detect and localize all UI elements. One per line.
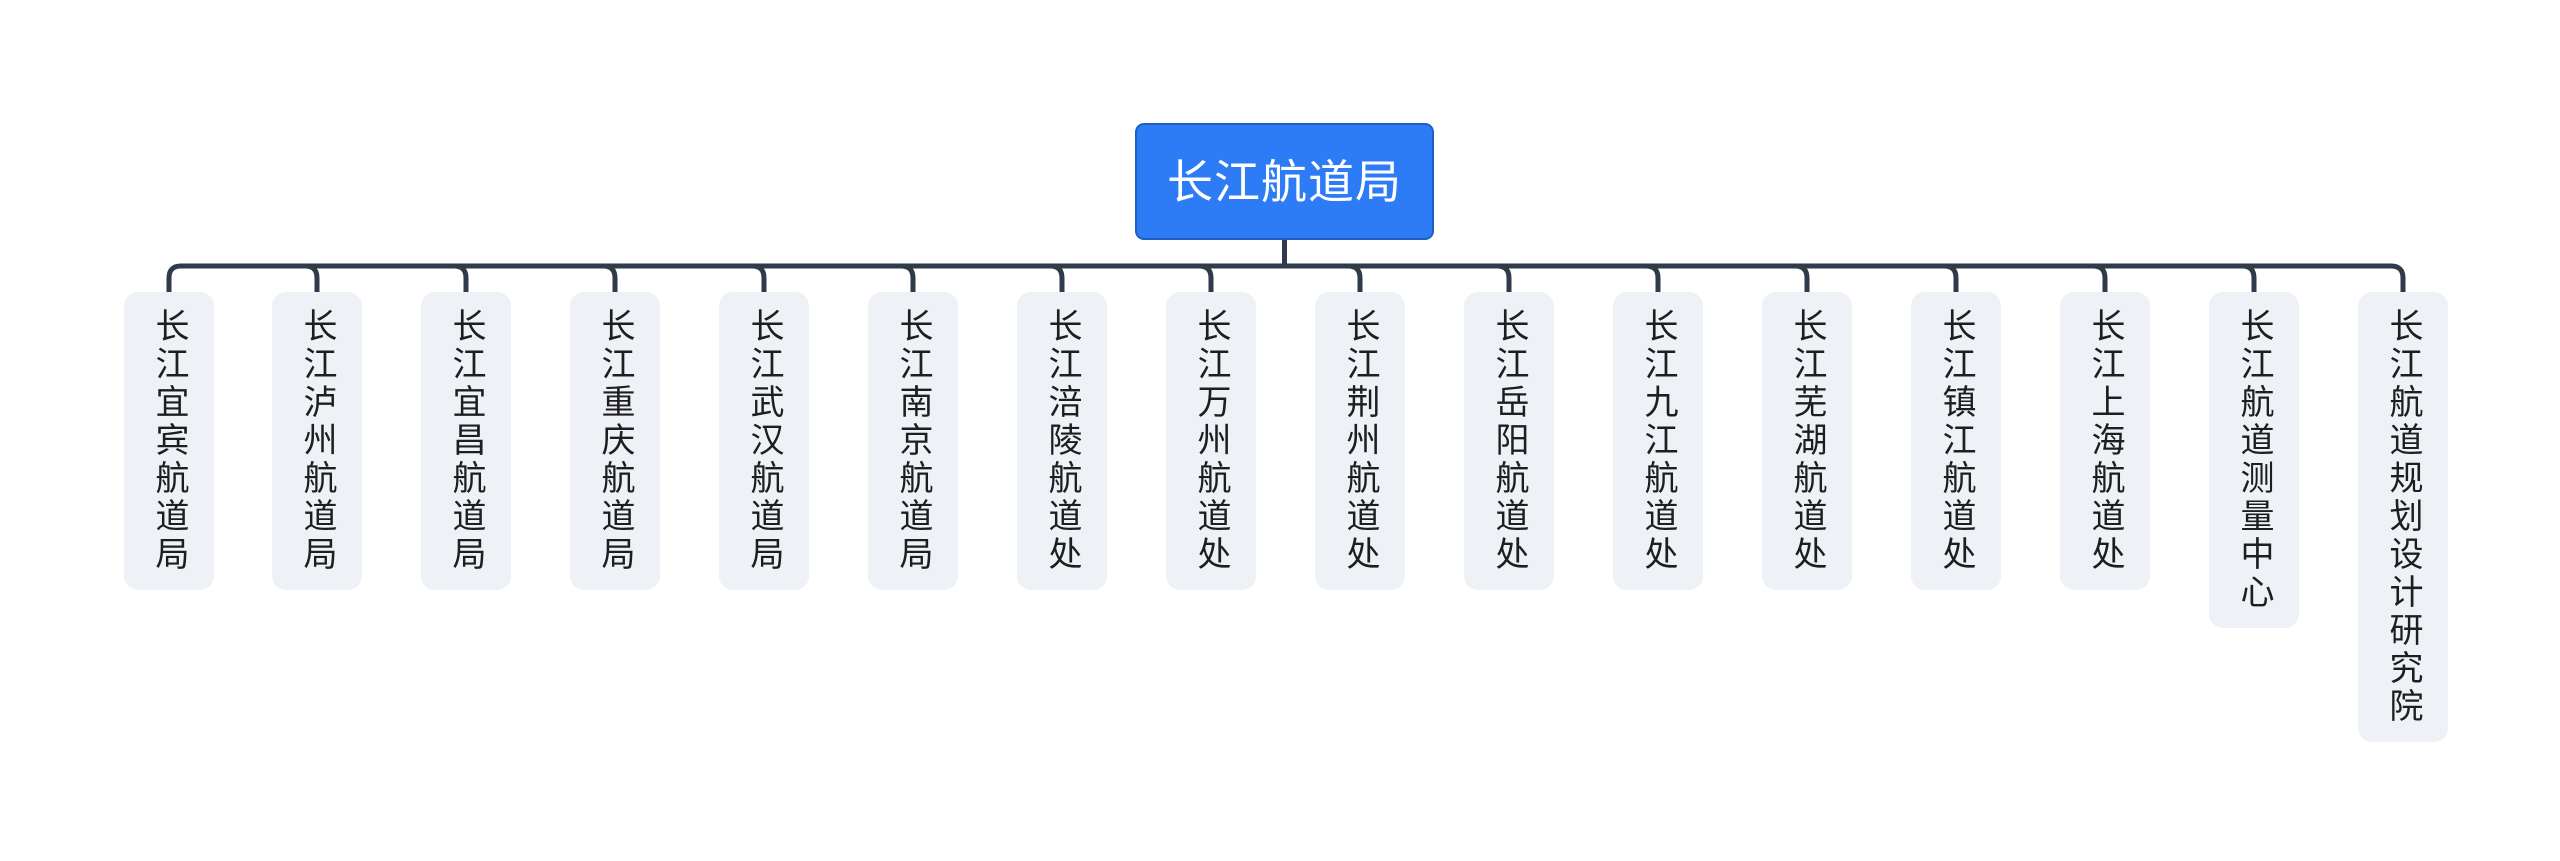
- child-node-label: 长江芜湖航道处: [1787, 308, 1827, 574]
- child-node-planning-institute[interactable]: 长江航道规划设计研究院: [2358, 292, 2448, 742]
- child-node-survey-center[interactable]: 长江航道测量中心: [2209, 292, 2299, 628]
- child-node-label: 长江航道测量中心: [2234, 308, 2274, 612]
- branch-connector-line: [600, 263, 618, 295]
- child-node-wanzhou[interactable]: 长江万州航道处: [1166, 292, 1256, 590]
- branch-connector-line: [749, 263, 767, 295]
- child-node-label: 长江重庆航道局: [595, 308, 635, 574]
- child-node-label: 长江武汉航道局: [744, 308, 784, 574]
- child-node-label: 长江涪陵航道处: [1042, 308, 1082, 574]
- branch-connector-line: [2388, 263, 2406, 295]
- child-node-shanghai[interactable]: 长江上海航道处: [2060, 292, 2150, 590]
- child-node-label: 长江万州航道处: [1191, 308, 1231, 574]
- child-node-yichang[interactable]: 长江宜昌航道局: [421, 292, 511, 590]
- child-node-wuhu[interactable]: 长江芜湖航道处: [1762, 292, 1852, 590]
- child-node-label: 长江荆州航道处: [1340, 308, 1380, 574]
- child-node-fuling[interactable]: 长江涪陵航道处: [1017, 292, 1107, 590]
- child-node-zhenjiang[interactable]: 长江镇江航道处: [1911, 292, 2001, 590]
- root-node[interactable]: 长江航道局: [1135, 123, 1434, 240]
- branch-connector-line: [302, 263, 320, 295]
- child-node-label: 长江镇江航道处: [1936, 308, 1976, 574]
- child-node-nanjing[interactable]: 长江南京航道局: [868, 292, 958, 590]
- branch-connector-line: [1047, 263, 1065, 295]
- child-node-jiujiang[interactable]: 长江九江航道处: [1613, 292, 1703, 590]
- branch-connector-line: [1345, 263, 1363, 295]
- child-node-label: 长江岳阳航道处: [1489, 308, 1529, 574]
- branch-connector-line: [451, 263, 469, 295]
- branch-connector-line: [1494, 263, 1512, 295]
- child-node-label: 长江航道规划设计研究院: [2383, 308, 2423, 726]
- branch-connector-line: [2239, 263, 2257, 295]
- child-node-label: 长江上海航道处: [2085, 308, 2125, 574]
- child-node-yibin[interactable]: 长江宜宾航道局: [124, 292, 214, 590]
- child-node-yueyang[interactable]: 长江岳阳航道处: [1464, 292, 1554, 590]
- branch-connector-line: [1792, 263, 1810, 295]
- child-node-label: 长江九江航道处: [1638, 308, 1678, 574]
- branch-connector-line: [166, 263, 184, 295]
- branch-connector-line: [1941, 263, 1959, 295]
- branch-connector-line: [898, 263, 916, 295]
- child-node-label: 长江宜宾航道局: [149, 308, 189, 574]
- child-node-label: 长江南京航道局: [893, 308, 933, 574]
- branch-connector-line: [2090, 263, 2108, 295]
- child-node-luzhou[interactable]: 长江泸州航道局: [272, 292, 362, 590]
- child-node-label: 长江宜昌航道局: [446, 308, 486, 574]
- child-node-label: 长江泸州航道局: [297, 308, 337, 574]
- root-node-label: 长江航道局: [1167, 154, 1402, 209]
- child-node-wuhan[interactable]: 长江武汉航道局: [719, 292, 809, 590]
- branch-connector-line: [1643, 263, 1661, 295]
- branch-connector-line: [1196, 263, 1214, 295]
- child-node-chongqing[interactable]: 长江重庆航道局: [570, 292, 660, 590]
- child-node-jingzhou[interactable]: 长江荆州航道处: [1315, 292, 1405, 590]
